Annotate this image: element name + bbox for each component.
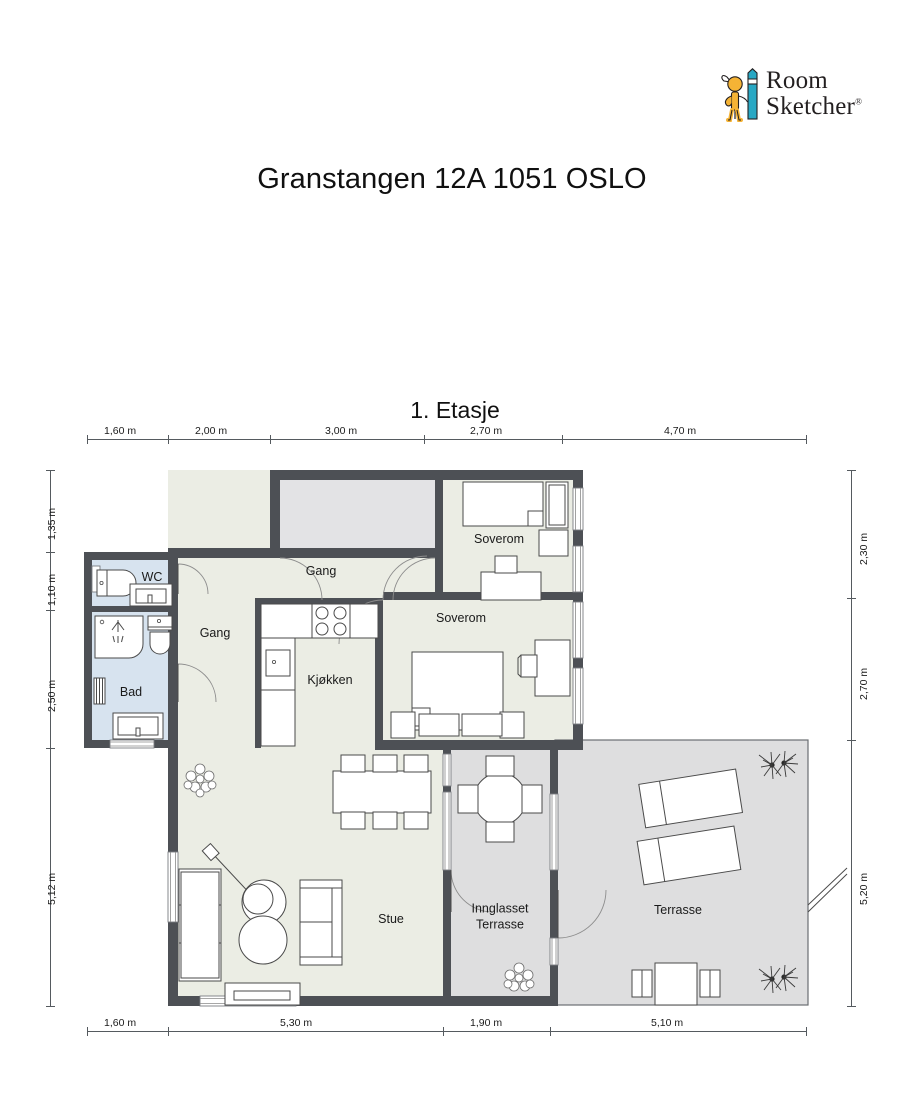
page-title: Granstangen 12A 1051 OSLO [257,163,647,195]
dim-top-1: 2,00 m [195,425,228,437]
registered-mark: ® [855,96,863,107]
stue-furniture [178,754,432,1006]
innglasset-terrasse-furniture [457,755,543,992]
roomsketcher-figure-pencil-icon [721,68,758,122]
room-label-soverom-mid: Soverom [435,611,487,626]
dim-top-2: 3,00 m [325,425,358,437]
dim-top-3: 2,70 m [470,425,503,437]
bad-furniture [93,615,173,740]
floor-label: 1. Etasje [410,397,500,423]
room-label-bad: Bad [119,685,143,700]
dim-bottom-1: 5,30 m [280,1017,313,1029]
room-label-innglasset-terrasse: Innglasset Terrasse [472,901,529,932]
logo-text-sketcher: Sketcher [766,93,856,121]
dim-bottom-2: 1,90 m [470,1017,503,1029]
dim-bottom-0: 1,60 m [104,1017,137,1029]
room-label-soverom-top: Soverom [473,532,525,547]
dim-left-0: 1,35 m [46,507,58,540]
terrasse-furniture [631,750,799,1006]
dim-left-1: 1,10 m [46,573,58,606]
logo-text-room: Room [766,67,828,94]
dim-left-3: 5,12 m [46,872,58,905]
dim-right-2: 5,20 m [858,872,870,905]
soverom-mid-furniture [390,639,571,739]
dim-left-2: 2,50 m [46,679,58,712]
dim-top-0: 1,60 m [104,425,137,437]
room-label-gang-top: Gang [305,564,337,579]
room-label-terrasse: Terrasse [654,903,702,918]
dim-bottom-3: 5,10 m [651,1017,684,1029]
innglasset-line1: Innglasset [471,901,529,916]
dim-right-1: 2,70 m [858,667,870,700]
dim-top-4: 4,70 m [664,425,697,437]
room-label-kjokken: Kjøkken [307,673,353,688]
dim-right-0: 2,30 m [858,532,870,565]
room-label-stue: Stue [378,912,404,927]
roomsketcher-logo: Room Sketcher® [718,67,878,136]
innglasset-line2: Terrasse [476,917,524,931]
room-label-gang-left: Gang [199,626,231,641]
room-label-wc: WC [141,570,163,585]
